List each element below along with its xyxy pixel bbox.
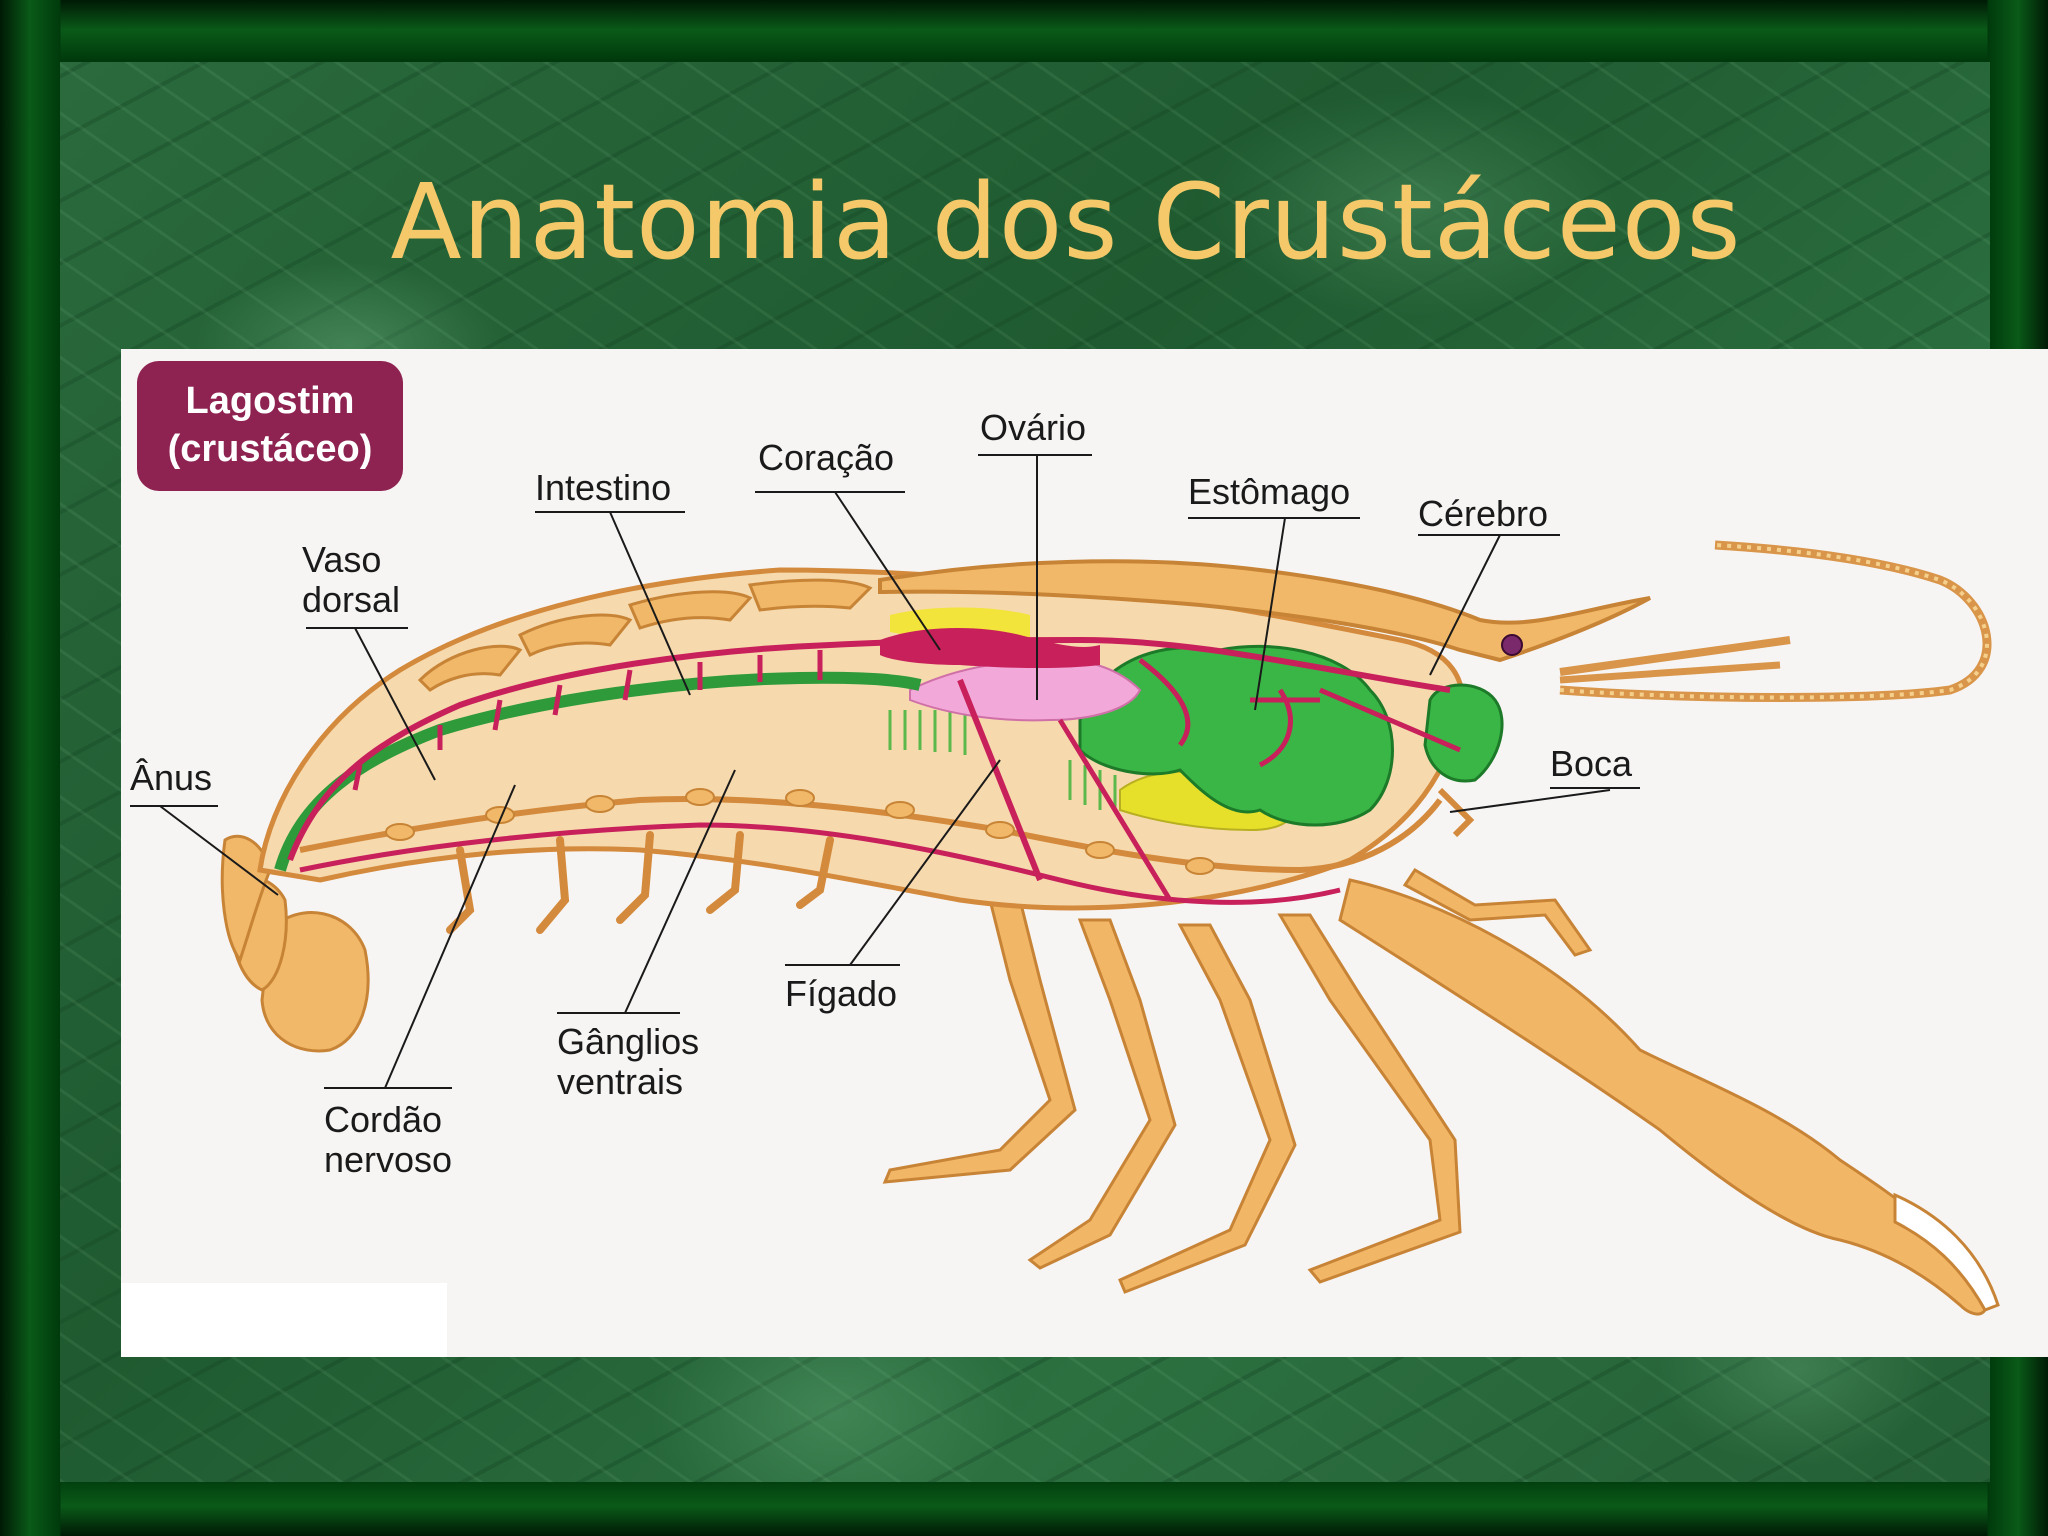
short-antenna-1 [1559,636,1791,676]
label-cordao-nervoso: Cordão nervoso [324,1099,453,1180]
eye [1501,634,1523,656]
dorsal-vessel-branches [352,650,823,791]
badge-line-2: (crustáceo) [167,428,373,470]
label-estomago: Estômago [1188,471,1351,512]
label-boca: Boca [1550,743,1633,784]
stomach-vessels [1138,658,1461,768]
carapace [878,559,1651,663]
label-ovario: Ovário [980,407,1087,448]
label-cerebro: Cérebro [1418,493,1549,534]
badge-line-1: Lagostim [185,380,355,422]
panel-corner-patch [121,1283,447,1357]
label-vaso-dorsal: Vaso dorsal [302,539,401,620]
ventral-vessel [299,822,1341,905]
label-ganglios-ventrais: Gânglios ventrais [557,1021,700,1102]
descending-artery [1057,718,1173,902]
label-figado: Fígado [785,973,898,1014]
walking-legs [882,867,1593,1294]
label-anus: Ânus [130,757,213,798]
heart [880,628,1100,669]
mouthparts [1437,787,1475,838]
ventral-ganglia [385,788,1215,875]
slide-title: Anatomia dos Crustáceos [390,161,1742,283]
label-coracao: Coração [758,437,895,478]
tail-fan [220,834,370,1053]
cerebral-ganglion [1423,683,1504,783]
sternal-artery [957,678,1043,882]
label-intestino: Intestino [535,467,672,508]
short-antenna-2 [1559,661,1781,684]
leader-lines [130,454,1640,1089]
swimmerets [446,831,834,934]
long-antenna-segments [1559,543,1989,700]
species-badge: Lagostim (crustáceo) [137,361,403,491]
abdomen-segments [417,578,873,692]
claw [1338,878,2000,1316]
